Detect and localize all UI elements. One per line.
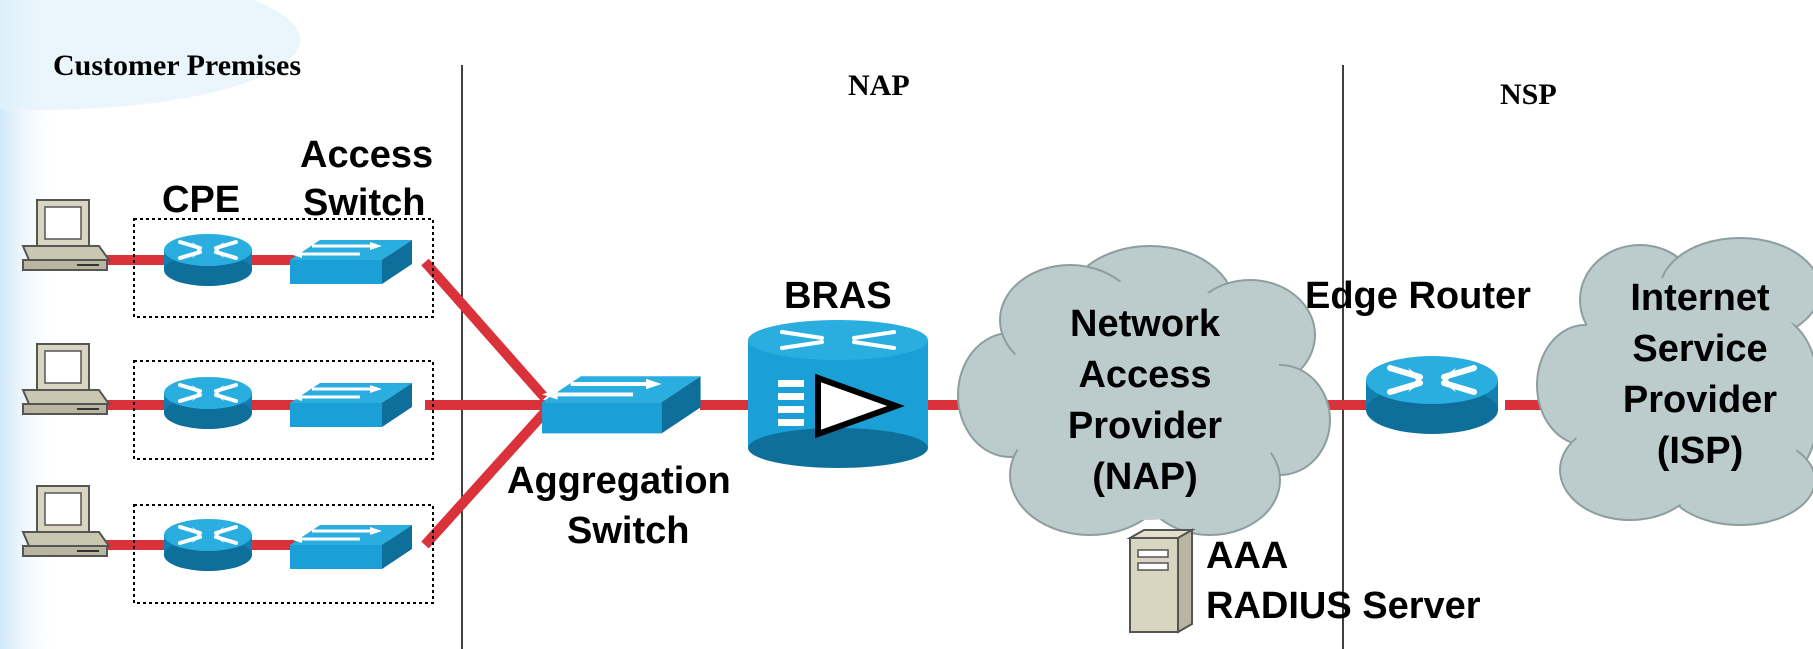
cloud-nap-label: Network Access Provider (NAP) xyxy=(1068,303,1222,498)
router-icon xyxy=(1366,356,1498,434)
cloud-nap-line: Access xyxy=(1078,354,1211,396)
switch-icon xyxy=(288,523,414,571)
zone-title-nap: NAP xyxy=(848,69,910,102)
access-switch-label: Access xyxy=(300,134,433,176)
bras-icon xyxy=(748,320,928,468)
cloud-isp-line: (ISP) xyxy=(1657,430,1744,472)
cloud-isp-line: Service xyxy=(1632,328,1767,370)
pc-icon xyxy=(22,199,110,271)
cloud-nap-line: Provider xyxy=(1068,405,1222,447)
cloud-isp-line: Internet xyxy=(1630,277,1770,319)
router-icon xyxy=(162,232,254,288)
switch-icon xyxy=(288,238,414,286)
router-icon xyxy=(162,517,254,573)
aaa-label: AAA xyxy=(1206,535,1288,577)
cloud-icon xyxy=(957,245,1331,536)
switch-icon xyxy=(540,374,703,436)
router-icon xyxy=(162,375,254,431)
cloud-isp-label: Internet Service Provider (ISP) xyxy=(1623,277,1777,472)
cloud-icon xyxy=(1536,237,1813,526)
aggregation-switch-label: Switch xyxy=(567,510,689,552)
access-switch-label: Switch xyxy=(303,182,425,224)
cloud-nap-line: (NAP) xyxy=(1092,456,1198,498)
server-icon xyxy=(1126,528,1196,634)
bras-label: BRAS xyxy=(784,275,892,317)
radius-server-label: RADIUS Server xyxy=(1206,585,1481,627)
aggregation-switch-label: Aggregation xyxy=(507,460,731,502)
cpe-group-box xyxy=(133,218,434,318)
pc-icon xyxy=(22,343,110,415)
switch-icon xyxy=(288,381,414,429)
zone-title-nsp: NSP xyxy=(1500,78,1557,111)
edge-router-label: Edge Router xyxy=(1305,275,1531,317)
cpe-group-box xyxy=(133,504,434,604)
cpe-label: CPE xyxy=(162,179,240,221)
cloud-isp-line: Provider xyxy=(1623,379,1777,421)
zone-title-customer: Customer Premises xyxy=(53,49,301,82)
pc-icon xyxy=(22,485,110,557)
cloud-nap-line: Network xyxy=(1070,303,1221,345)
cpe-group-box xyxy=(133,360,434,460)
